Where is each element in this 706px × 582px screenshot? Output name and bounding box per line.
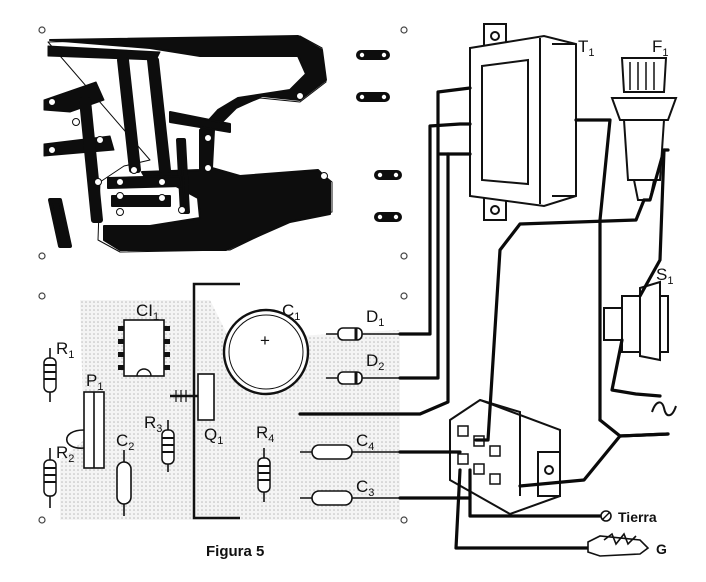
pcb-copper-side <box>36 22 408 262</box>
resistor-r1 <box>43 348 57 402</box>
solder-pads <box>48 92 328 216</box>
label-c3: C3 <box>356 477 374 499</box>
alligator-clip <box>587 532 650 557</box>
capacitor-c3 <box>300 490 400 506</box>
terminal-labels: Tierra G <box>618 509 667 557</box>
pcb-component-side <box>36 282 408 526</box>
label-r1: R1 <box>56 339 74 361</box>
label-c4: C4 <box>356 431 374 453</box>
label-r2: R2 <box>56 443 74 465</box>
label-d1: D1 <box>366 307 384 329</box>
resistor-r2 <box>43 448 57 508</box>
label-r4: R4 <box>256 423 274 445</box>
diode-d2 <box>326 371 400 385</box>
fuse-holder-f1 <box>610 57 678 201</box>
ground-terminal <box>600 510 612 522</box>
copper-traces <box>43 35 333 253</box>
capacitor-c4 <box>300 444 400 460</box>
wiring <box>298 86 670 550</box>
mounting-hole <box>38 292 408 524</box>
label-f1: F1 <box>652 37 669 59</box>
ic-ci1 <box>118 319 170 377</box>
mounting-hole <box>38 26 408 260</box>
transformer-t1 <box>469 23 577 221</box>
switch-s1 <box>603 280 669 362</box>
capacitor-c1 <box>222 308 310 396</box>
label-s1: S1 <box>656 265 673 287</box>
label-q1: Q1 <box>204 425 223 447</box>
label-d2: D2 <box>366 351 384 373</box>
figure-caption: Figura 5 <box>206 543 264 560</box>
label-r3: R3 <box>144 413 162 435</box>
label-c2: C2 <box>116 431 134 453</box>
resistor-r3 <box>161 420 175 472</box>
label-g: G <box>656 541 667 557</box>
label-c1-plus: + <box>260 331 270 350</box>
isolated-pads <box>356 50 402 222</box>
heatsink-q1 <box>170 282 240 520</box>
label-ci1: CI1 <box>136 301 159 323</box>
label-p1: P1 <box>86 371 103 393</box>
diode-d1 <box>326 327 400 341</box>
label-t1: T1 <box>578 37 595 59</box>
label-tierra: Tierra <box>618 509 657 525</box>
label-c1: C1 <box>282 301 300 323</box>
potentiometer-p1 <box>66 391 105 469</box>
component-labels: T1 F1 S1 C1 CI1 D1 D2 R1 R2 R3 R4 P1 C2 … <box>56 37 673 499</box>
resistor-r4 <box>257 448 271 502</box>
ac-wave-icon <box>651 401 677 417</box>
capacitor-c2 <box>116 450 132 516</box>
